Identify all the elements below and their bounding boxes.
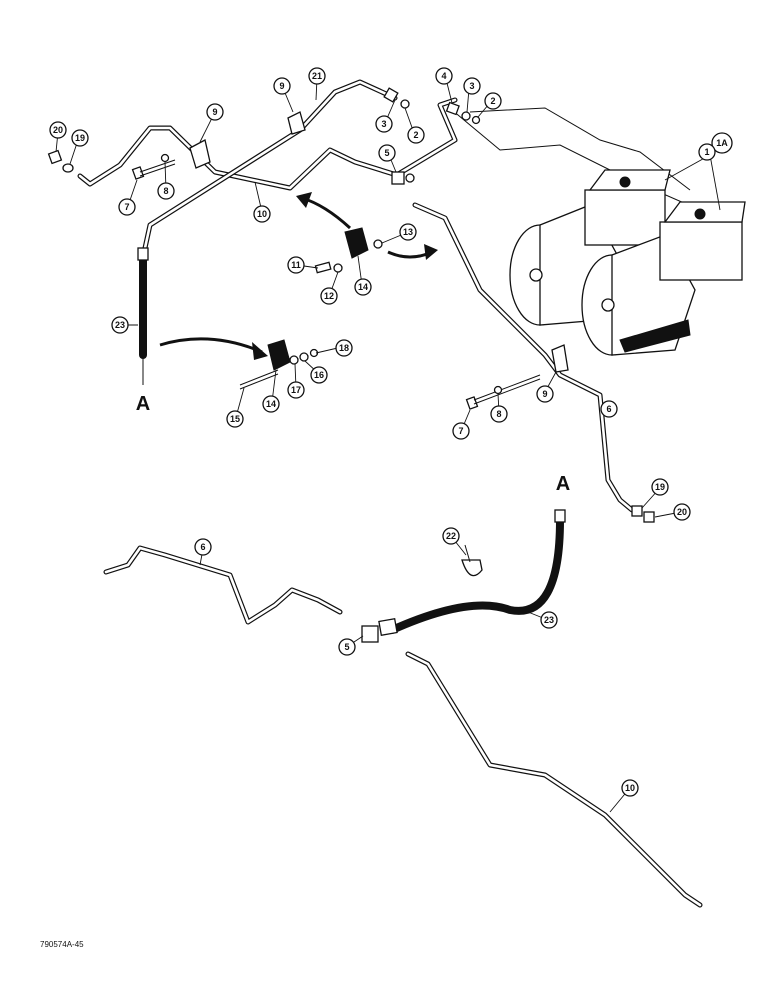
callout-label: 7 xyxy=(124,202,129,212)
callout-label: 2 xyxy=(413,130,418,140)
callout-2-right: 2 xyxy=(484,92,502,110)
callout-label: 3 xyxy=(469,81,474,91)
callout-22: 22 xyxy=(442,527,460,545)
callout-label: 1 xyxy=(704,147,709,157)
callout-3-left: 3 xyxy=(375,115,393,133)
callout-18: 18 xyxy=(335,339,353,357)
callout-label: 4 xyxy=(441,71,446,81)
fittings-19-20-upper xyxy=(47,149,74,173)
clamp-14-lower xyxy=(239,339,319,390)
callout-23-upper: 23 xyxy=(111,316,129,334)
callout-label: 2 xyxy=(490,96,495,106)
callout-6-lower: 6 xyxy=(194,538,212,556)
callout-19-lower: 19 xyxy=(651,478,669,496)
callout-2-left: 2 xyxy=(407,126,425,144)
clip-9-upper xyxy=(189,111,306,169)
callout-label: 1A xyxy=(716,138,728,148)
callout-23-lower: 23 xyxy=(540,611,558,629)
callout-label: 23 xyxy=(544,615,554,625)
callout-5-lower: 5 xyxy=(338,638,356,656)
clamp-22 xyxy=(461,544,483,577)
callout-19-upper: 19 xyxy=(71,129,89,147)
callout-9-upper-left: 9 xyxy=(206,103,224,121)
tube-6-upper xyxy=(412,202,635,513)
callout-15: 15 xyxy=(226,410,244,428)
callout-20-lower: 20 xyxy=(673,503,691,521)
callout-label: 16 xyxy=(314,370,324,380)
callout-label: 11 xyxy=(291,260,301,270)
callout-label: 12 xyxy=(324,291,334,301)
brake-chamber-rear xyxy=(509,169,671,326)
callout-9-lower: 9 xyxy=(536,385,554,403)
callout-3-right: 3 xyxy=(463,77,481,95)
brake-chamber-front xyxy=(581,201,746,356)
ref-letter-a-upper: A xyxy=(136,393,150,415)
callout-1: 1 xyxy=(698,143,716,161)
top-fittings xyxy=(383,87,481,185)
callout-label: 20 xyxy=(53,125,63,135)
callout-label: 5 xyxy=(344,642,349,652)
ref-letter-a-lower: A xyxy=(556,473,570,495)
callout-9-upper-right: 9 xyxy=(273,77,291,95)
callout-10-lower: 10 xyxy=(621,779,639,797)
callout-label: 21 xyxy=(312,71,322,81)
hose-23-vertical xyxy=(137,247,149,359)
callout-label: 19 xyxy=(75,133,85,143)
callout-11: 11 xyxy=(287,256,305,274)
callout-label: 9 xyxy=(279,81,284,91)
tube-upper-left xyxy=(77,125,403,191)
callout-label: 10 xyxy=(625,783,635,793)
callout-label: 14 xyxy=(266,399,276,409)
tube-6-lower xyxy=(103,545,343,625)
callout-label: 19 xyxy=(655,482,665,492)
tube-21 xyxy=(142,79,398,251)
callout-7-upper: 7 xyxy=(118,198,136,216)
callout-14-lower: 14 xyxy=(262,395,280,413)
callout-17: 17 xyxy=(287,381,305,399)
callout-1a: 1A xyxy=(711,132,733,154)
callout-12: 12 xyxy=(320,287,338,305)
callout-4: 4 xyxy=(435,67,453,85)
callout-label: 8 xyxy=(163,186,168,196)
callout-label: 10 xyxy=(257,209,267,219)
callout-label: 8 xyxy=(496,409,501,419)
callout-label: 22 xyxy=(446,531,456,541)
callout-label: 13 xyxy=(403,227,413,237)
callout-14-upper: 14 xyxy=(354,278,372,296)
callout-label: 5 xyxy=(384,148,389,158)
callout-8-lower: 8 xyxy=(490,405,508,423)
callout-13: 13 xyxy=(399,223,417,241)
callout-label: 9 xyxy=(542,389,547,399)
tube-10-lower xyxy=(405,651,703,908)
callout-16: 16 xyxy=(310,366,328,384)
callout-5-upper: 5 xyxy=(378,144,396,162)
callout-8-upper: 8 xyxy=(157,182,175,200)
callout-6-upper: 6 xyxy=(600,400,618,418)
callout-10-upper: 10 xyxy=(253,205,271,223)
hose-23-lower xyxy=(361,509,566,643)
callout-label: 14 xyxy=(358,282,368,292)
callout-7-lower: 7 xyxy=(452,422,470,440)
callout-label: 15 xyxy=(230,414,240,424)
bolt-7-upper xyxy=(131,153,176,180)
callout-label: 9 xyxy=(212,107,217,117)
motion-arrows xyxy=(159,192,438,360)
fittings-19-20-lower xyxy=(631,505,655,523)
callout-label: 23 xyxy=(115,320,125,330)
clip-9-lower xyxy=(465,344,569,410)
figure-id: 790574A-45 xyxy=(40,940,84,949)
callout-label: 20 xyxy=(677,507,687,517)
callout-label: 7 xyxy=(458,426,463,436)
tube-to-chamber xyxy=(392,97,458,179)
callout-label: 17 xyxy=(291,385,301,395)
callout-21: 21 xyxy=(308,67,326,85)
callout-label: 3 xyxy=(381,119,386,129)
callout-label: 6 xyxy=(606,404,611,414)
callout-label: 18 xyxy=(339,343,349,353)
clamp-14-upper xyxy=(314,227,383,274)
callout-20-upper: 20 xyxy=(49,121,67,139)
callout-label: 6 xyxy=(200,542,205,552)
